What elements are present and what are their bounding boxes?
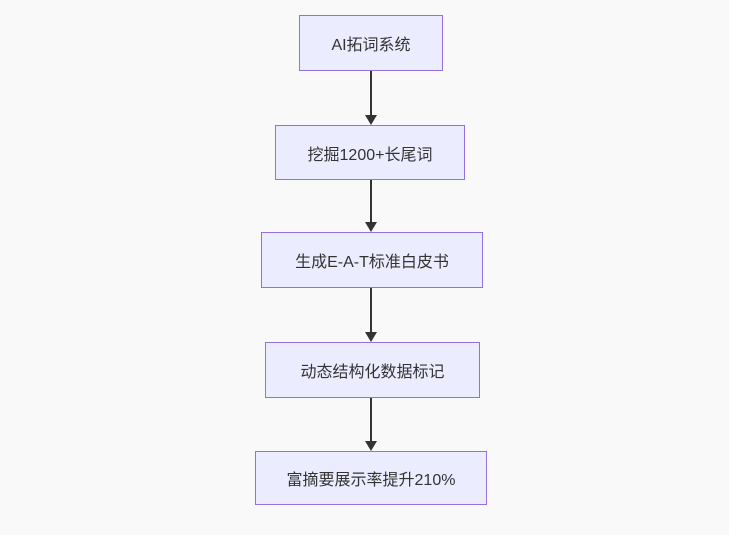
flow-node-label: 生成E-A-T标准白皮书 bbox=[295, 254, 449, 271]
arrow-line bbox=[370, 71, 372, 115]
arrowhead-down-icon bbox=[365, 332, 377, 342]
arrowhead-down-icon bbox=[365, 115, 377, 125]
flow-node-ai-system: AI拓词系统 bbox=[299, 15, 443, 71]
flow-node-longtail-mining: 挖掘1200+长尾词 bbox=[275, 125, 465, 180]
flow-node-eat-whitepaper: 生成E-A-T标准白皮书 bbox=[261, 232, 483, 288]
flow-edge-3 bbox=[365, 288, 377, 342]
flow-node-label: 富摘要展示率提升210% bbox=[286, 472, 456, 489]
arrowhead-down-icon bbox=[365, 222, 377, 232]
arrow-line bbox=[370, 398, 372, 441]
flow-node-label: 挖掘1200+长尾词 bbox=[307, 146, 433, 164]
arrow-line bbox=[370, 288, 372, 332]
flow-edge-2 bbox=[365, 180, 377, 232]
arrowhead-down-icon bbox=[365, 441, 377, 451]
arrow-line bbox=[370, 180, 372, 222]
flow-node-label: AI拓词系统 bbox=[331, 37, 411, 54]
flow-node-structured-data-markup: 动态结构化数据标记 bbox=[265, 342, 480, 398]
flow-edge-4 bbox=[365, 398, 377, 451]
flow-edge-1 bbox=[365, 71, 377, 125]
flow-node-label: 动态结构化数据标记 bbox=[300, 364, 445, 381]
flow-node-rich-snippet-rate: 富摘要展示率提升210% bbox=[255, 451, 487, 505]
